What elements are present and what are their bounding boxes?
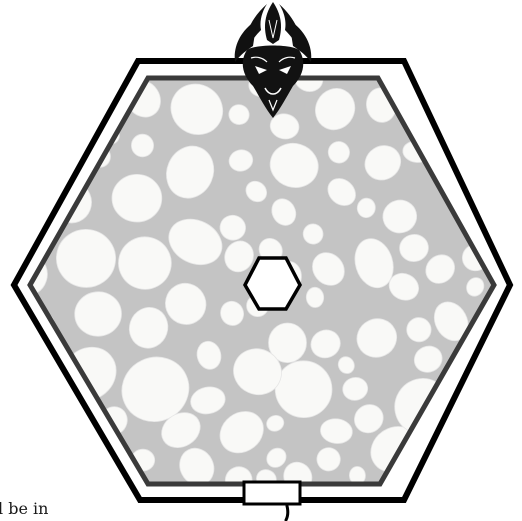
entrance-gate[interactable]	[244, 482, 300, 504]
cobblestone	[131, 134, 154, 157]
cobblestone	[26, 149, 57, 181]
cobblestone	[463, 392, 521, 453]
cobblestone	[469, 452, 496, 477]
cobblestone	[36, 55, 100, 118]
cobblestone	[112, 174, 162, 222]
caption-fragment: l be in	[0, 499, 48, 519]
cobblestone	[471, 137, 493, 163]
cobblestone	[438, 101, 475, 134]
cobblestone	[9, 363, 59, 407]
gate-handle	[286, 506, 288, 520]
cobblestone	[7, 451, 57, 499]
cobblestone	[482, 72, 505, 95]
cobblestone	[22, 92, 54, 123]
center-hex-marker[interactable]	[245, 258, 300, 309]
